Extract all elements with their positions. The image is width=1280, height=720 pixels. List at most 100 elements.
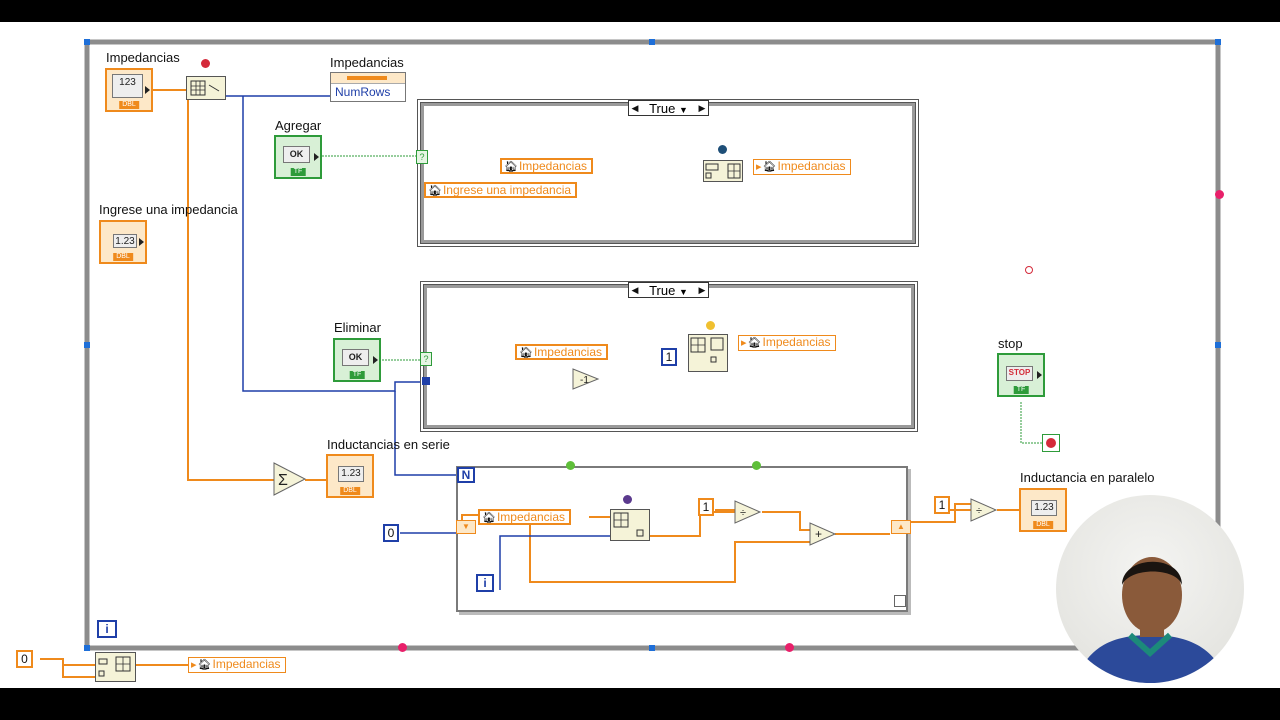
array-insert-icon — [705, 163, 741, 179]
property-node-header — [331, 73, 405, 84]
inductancia-paralelo-label: Inductancia en paralelo — [1020, 470, 1155, 485]
ingrese-value: 1.23 — [113, 234, 137, 248]
property-node[interactable]: NumRows — [330, 72, 406, 102]
array-delete-icon — [690, 337, 724, 363]
eliminar-type-tag: TF — [349, 371, 365, 379]
ingrese-type-tag: DBL — [113, 253, 133, 261]
eliminar-label: Eliminar — [334, 320, 381, 335]
divide-node-loop[interactable]: ÷ — [734, 500, 762, 524]
shift-register-right[interactable]: ▲ — [891, 520, 911, 534]
add-array-elements-node[interactable]: Σ — [273, 462, 307, 496]
case-2-selector[interactable]: ◀ True ▼ ▶ — [628, 282, 709, 298]
case-1-next-icon[interactable]: ▶ — [698, 103, 706, 113]
agregar-type-tag: TF — [290, 168, 306, 176]
index-array-icon — [613, 512, 644, 537]
purple-probe — [623, 495, 632, 504]
inductancias-serie-value: 1.23 — [338, 466, 364, 482]
svg-text:+: + — [815, 527, 822, 541]
resize-corner-icon[interactable] — [894, 595, 906, 607]
local-impedancias-read-2[interactable]: 🏠︎Impedancias — [515, 344, 609, 360]
local-ingrese-read[interactable]: 🏠︎Ingrese una impedancia — [424, 182, 578, 198]
eliminar-ok-button: OK — [342, 349, 369, 366]
table-grid-icon — [190, 80, 220, 96]
border-marker-bottom-1 — [398, 643, 407, 652]
arrow-right-icon: ▸ — [741, 337, 747, 349]
for-loop-count-terminal[interactable]: N — [457, 467, 475, 483]
property-node-title: Impedancias — [330, 55, 404, 70]
loop-condition-terminal[interactable] — [1042, 434, 1060, 452]
home-icon: 🏠︎ — [519, 347, 533, 359]
case-1-selector[interactable]: ◀ True ▼ ▶ — [628, 100, 709, 116]
agregar-ok-button: OK — [283, 146, 310, 163]
webcam-overlay — [1056, 495, 1244, 683]
home-icon: 🏠︎ — [762, 161, 777, 173]
local-impedancias-read-1[interactable]: 🏠︎Impedancias — [500, 158, 594, 174]
svg-text:-1: -1 — [580, 375, 589, 386]
divide-node-outer[interactable]: ÷ — [970, 498, 998, 522]
green-probe-1 — [566, 461, 575, 470]
wire-to-sum — [187, 90, 276, 481]
add-node-loop[interactable]: + — [809, 522, 837, 546]
local-impedancias-write-1[interactable]: ▸🏠︎Impedancias — [753, 159, 851, 175]
inductancias-serie-type-tag: DBL — [340, 487, 360, 495]
ingrese-label: Ingrese una impedancia — [99, 202, 238, 217]
for-loop[interactable] — [456, 466, 908, 612]
case-1-prev-icon[interactable]: ◀ — [631, 103, 639, 113]
initialize-array-node[interactable] — [95, 652, 136, 682]
initialize-array-icon — [98, 656, 131, 677]
case-2-selector-value: True — [649, 283, 676, 298]
decrement-node[interactable]: -1 — [572, 368, 600, 390]
home-icon: 🏠︎ — [197, 659, 212, 671]
case-1-selector-terminal[interactable]: ? — [416, 150, 428, 164]
block-diagram-canvas: Impedancias 123 DBL Impedancias NumRows … — [0, 22, 1280, 688]
eliminar-button-control[interactable]: OK TF — [333, 338, 381, 382]
border-marker-bottom-2 — [785, 643, 794, 652]
probe-dot — [706, 321, 715, 330]
case-2-prev-icon[interactable]: ◀ — [631, 285, 639, 295]
probe-dot — [718, 145, 727, 154]
inductancias-serie-indicator[interactable]: 1.23 DBL — [326, 454, 374, 498]
case-2-next-icon[interactable]: ▶ — [698, 285, 706, 295]
inductancia-paralelo-type-tag: DBL — [1033, 521, 1053, 529]
home-icon: 🏠︎ — [504, 161, 518, 173]
case-2-selector-terminal[interactable]: ? — [420, 352, 432, 366]
shift-register-left[interactable]: ▼ — [456, 520, 476, 534]
delete-from-array-node[interactable] — [688, 334, 728, 372]
cursor-marker — [1025, 266, 1033, 274]
agregar-button-control[interactable]: OK TF — [274, 135, 322, 179]
constant-zero-left[interactable]: 0 — [16, 650, 33, 668]
agregar-label: Agregar — [275, 118, 322, 133]
svg-text:÷: ÷ — [740, 507, 746, 519]
index-array-node[interactable] — [610, 509, 650, 541]
svg-text:÷: ÷ — [976, 505, 982, 517]
constant-one-divide[interactable]: 1 — [698, 498, 714, 516]
svg-text:Σ: Σ — [278, 472, 288, 489]
constant-one-delete[interactable]: 1 — [661, 348, 677, 366]
impedancias-table-icon: 123 — [112, 74, 143, 98]
local-impedancias-write-2[interactable]: ▸🏠︎Impedancias — [738, 335, 836, 351]
home-icon: 🏠︎ — [482, 512, 496, 524]
chevron-down-icon[interactable]: ▼ — [678, 287, 688, 297]
chevron-down-icon[interactable]: ▼ — [678, 105, 688, 115]
stop-button: STOP — [1006, 366, 1033, 381]
while-loop-iteration-terminal: i — [97, 620, 117, 638]
home-icon: 🏠︎ — [747, 337, 762, 349]
constant-zero-loop[interactable]: 0 — [383, 524, 399, 542]
arrow-right-icon: ▸ — [191, 659, 197, 671]
local-impedancias-loop[interactable]: 🏠︎Impedancias — [478, 509, 572, 525]
impedancias-indicator[interactable]: 123 DBL — [105, 68, 153, 112]
stop-condition-icon — [1046, 438, 1056, 448]
constant-one-outer[interactable]: 1 — [934, 496, 950, 514]
case-1-selector-value: True — [649, 101, 676, 116]
breakpoint-dot — [201, 59, 210, 68]
home-icon: 🏠︎ — [428, 185, 442, 197]
tunnel-int — [422, 377, 430, 385]
table-to-array-node[interactable] — [186, 76, 226, 100]
inductancia-paralelo-indicator[interactable]: 1.23 DBL — [1019, 488, 1067, 532]
insert-into-array-node[interactable] — [703, 160, 743, 182]
property-numrows: NumRows — [335, 85, 391, 99]
stop-button-control[interactable]: STOP TF — [997, 353, 1045, 397]
ingrese-control[interactable]: 1.23 DBL — [99, 220, 147, 264]
stop-type-tag: TF — [1013, 386, 1029, 394]
local-impedancias-init[interactable]: ▸🏠︎Impedancias — [188, 657, 286, 673]
